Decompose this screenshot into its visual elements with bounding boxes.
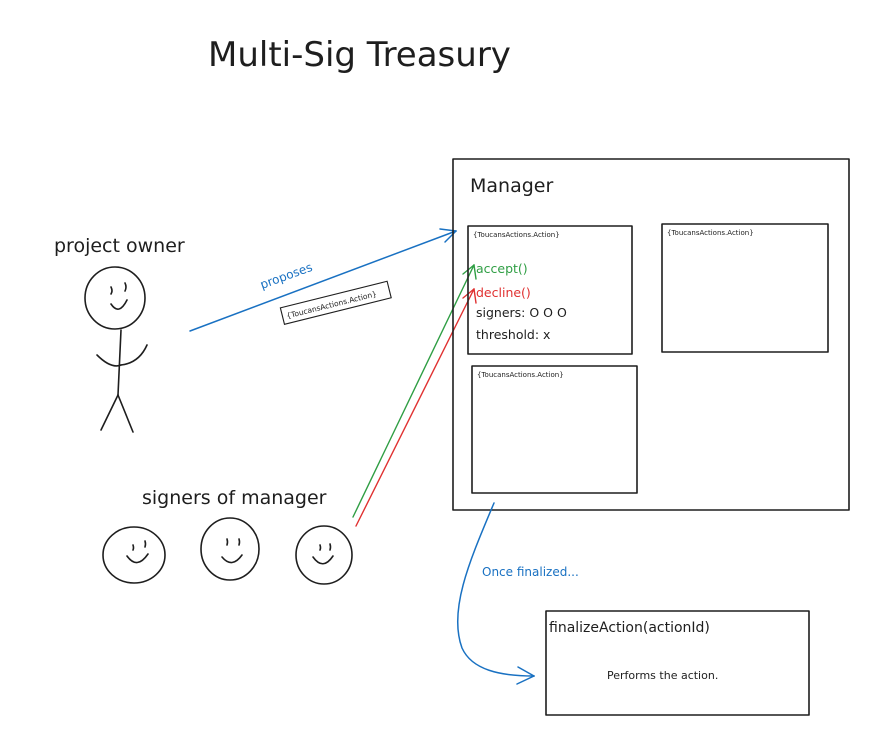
signer-figure-3: [295, 525, 353, 585]
finalize-action-description: Performs the action.: [607, 669, 718, 682]
finalize-arrow: [456, 502, 535, 685]
manager-box: [452, 158, 850, 511]
decline-arrow: [355, 288, 477, 527]
finalize-action-title: finalizeAction(actionId): [549, 620, 710, 636]
manager-title: Manager: [470, 175, 553, 197]
proposed-action-tag: {ToucansActions.Action}: [279, 280, 392, 326]
project-owner-figure: [84, 266, 148, 433]
signer-figure-1: [102, 526, 166, 584]
action-card-3: {ToucansActions.Action}: [471, 365, 638, 494]
diagram-title: Multi-Sig Treasury: [208, 35, 511, 75]
action-card-1-header: {ToucansActions.Action}: [473, 231, 560, 239]
decline-method: decline(): [476, 285, 531, 300]
project-owner-label: project owner: [54, 235, 185, 257]
action-card-1: {ToucansActions.Action} accept() decline…: [467, 225, 633, 355]
action-card-2-header: {ToucansActions.Action}: [667, 229, 754, 237]
proposes-arrow: [189, 228, 457, 332]
once-finalized-label: Once finalized...: [482, 565, 579, 579]
signers-label: signers of manager: [142, 487, 327, 509]
signers-status: signers: O O O: [476, 305, 567, 320]
accept-method: accept(): [476, 261, 528, 276]
threshold-status: threshold: x: [476, 327, 550, 342]
action-card-3-header: {ToucansActions.Action}: [477, 371, 564, 379]
finalize-action-box: finalizeAction(actionId) Performs the ac…: [545, 610, 810, 716]
signer-figure-2: [200, 517, 260, 581]
action-card-2: {ToucansActions.Action}: [661, 223, 829, 353]
